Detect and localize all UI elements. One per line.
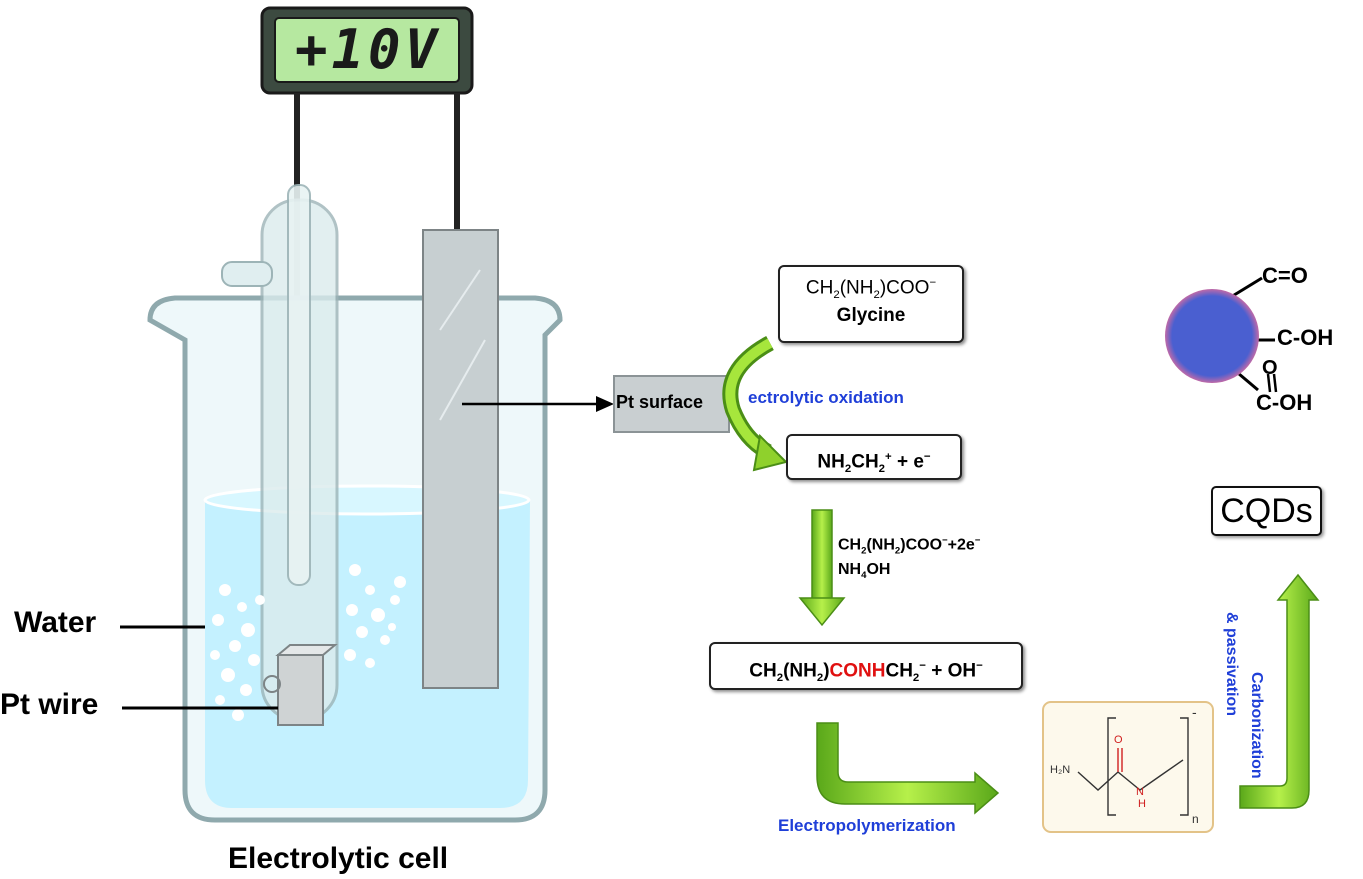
glycine-box: CH2(NH2)COO− Glycine (778, 265, 964, 343)
gas-bubbles (210, 564, 406, 721)
water-label: Water (14, 606, 97, 639)
product-box: CH2(NH2)CONHCH2− + OH− (709, 642, 1023, 690)
carbonization-arrow (1239, 573, 1320, 809)
polymer-nitrogen-h: H (1138, 798, 1146, 810)
reagent-line-1: CH2(NH2)COO−+2e− (838, 535, 981, 557)
cqd-carboxyl-o: O (1262, 357, 1278, 379)
reagent-line-2: NH4OH (838, 561, 891, 582)
cqds-label: CQDs (1220, 492, 1313, 530)
polymer-repeat-n: n (1192, 812, 1199, 826)
cqd-carboxyl: C-OH (1256, 390, 1313, 415)
cqd-particle (1165, 276, 1278, 393)
cation-box: NH2CH2+ + e− (786, 434, 962, 480)
down-arrow (798, 509, 846, 627)
pt-surface-label: Pt surface (616, 392, 704, 412)
polymerization-arrow (816, 722, 1000, 815)
glycine-name: Glycine (836, 305, 906, 327)
electrolytic-oxidation-label: ectrolytic oxidation (748, 388, 904, 407)
oxidation-arrow (722, 335, 788, 472)
pt-surface-electrode (422, 229, 499, 689)
cqd-hydroxyl: C-OH (1277, 325, 1334, 350)
glycine-formula: CH2(NH2)COO− (805, 277, 937, 302)
polymer-amine: H₂N (1050, 764, 1071, 776)
pt-wire-label: Pt wire (0, 688, 99, 721)
voltmeter-value: +10V (294, 18, 442, 81)
electrolytic-cell-caption: Electrolytic cell (228, 842, 449, 875)
voltmeter-reading: +10V (278, 18, 458, 82)
passivation-label: & passivation (1223, 612, 1240, 717)
pt-surface-box (613, 375, 730, 433)
polymer-charge: - (1192, 704, 1197, 720)
pt-surface-arrow (462, 396, 614, 412)
carbonization-label: Carbonization (1248, 672, 1265, 779)
polymer-structure (1042, 701, 1214, 833)
electropolymerization-label: Electropolymerization (778, 816, 956, 835)
pt-wire-plate (263, 644, 338, 726)
polymer-nitrogen: N (1136, 786, 1144, 798)
cqds-box: CQDs (1211, 486, 1322, 536)
cqd-carbonyl: C=O (1262, 263, 1308, 288)
voltmeter (260, 6, 474, 95)
polymer-oxygen: O (1114, 734, 1123, 746)
